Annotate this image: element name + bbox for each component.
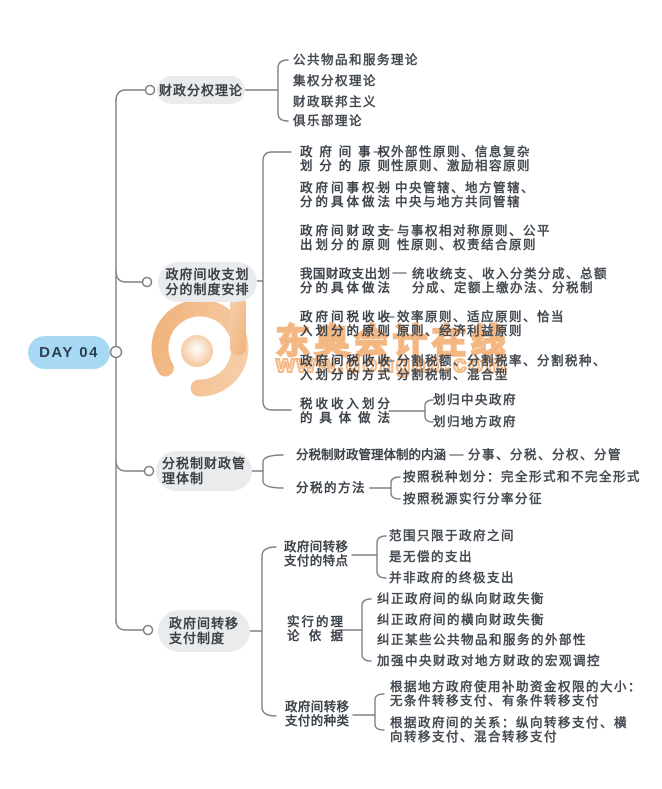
dongao-d-logo — [151, 297, 249, 397]
leaf-item: 划归地方政府 — [433, 415, 518, 429]
branch-label-line: 分税制财政管 — [161, 456, 246, 471]
branch-label-line: 理体制 — [161, 471, 204, 486]
child-topic-detail: 中央管辖、地方管辖、中央与地方共同管辖 — [395, 181, 536, 209]
watermark-brand-text: 东奥会计在线 — [275, 322, 510, 363]
child-topic-detail: 效率原则、适应原则、恰当原则、经济利益原则 — [397, 310, 566, 338]
branch-connector-circle — [141, 276, 153, 288]
leaf-item: 是无偿的支出 — [389, 550, 474, 564]
branch-node-intergov-transfer-payment-system[interactable]: 政府间转移 支付制度 — [158, 610, 250, 652]
child-topic-detail: 分事、分税、分权、分管 — [468, 448, 623, 462]
root-node-day04[interactable]: DAY 04 — [28, 336, 110, 369]
leaf-item: 纠正政府间的纵向财政失衡 — [377, 592, 546, 606]
leaf-item: 公共物品和服务理论 — [293, 53, 420, 67]
branch-label-line: 政府间收支划 — [165, 267, 250, 282]
child-topic-label: 税收收入划分的具体做法 — [300, 397, 390, 425]
child-topic-label: 政府间财政支出划分的原则 — [300, 224, 390, 252]
leaf-item: 按照税源实行分率分征 — [403, 492, 544, 506]
branch-label-line: 支付制度 — [168, 631, 225, 646]
child-topic-label: 政府间税收收入划分的原则 — [300, 310, 390, 338]
root-connector-circle — [109, 345, 123, 359]
leaf-item: 并非政府的终极支出 — [389, 571, 516, 585]
root-node-label: DAY 04 — [39, 344, 99, 361]
child-topic-label: 政府间事权划分的原则 — [300, 145, 390, 173]
watermark-url-text: www.dongao.com — [275, 350, 509, 379]
branch-connector-circle — [143, 465, 155, 477]
branch-label: 财政分权理论 — [158, 82, 243, 98]
branch-node-intergov-revenue-expenditure-division[interactable]: 政府间收支划 分的制度安排 — [158, 262, 257, 302]
child-topic-detail: 统收统支、收入分类分成、总额分成、定额上缴办法、分税制 — [412, 267, 609, 295]
branch-node-fiscal-decentralization-theory[interactable]: 财政分权理论 — [157, 76, 245, 104]
child-topic-label: 分税的方法 — [296, 481, 367, 495]
child-topic-label: 政府间转移支付的特点 — [284, 540, 348, 568]
child-topic-detail: 分割税额、分割税率、分割税种、分割税制、混合型 — [397, 354, 608, 382]
leaf-item: 按照税种划分：完全形式和不完全形式 — [403, 470, 642, 484]
leaf-item: 纠正政府间的横向财政失衡 — [377, 613, 546, 627]
branch-label-line: 政府间转移 — [168, 616, 239, 631]
child-topic-detail: 外部性原则、信息复杂性原则、激励相容原则 — [391, 145, 532, 173]
branch-label-line: 分的制度安排 — [165, 282, 250, 297]
child-topic-label: 我国财政支出划分的具体做法 — [300, 267, 390, 295]
leaf-item: 加强中央财政对地方财政的宏观调控 — [377, 654, 602, 668]
branch-connector-circle — [142, 624, 154, 636]
child-topic-label: 分税制财政管理体制的内涵 — [296, 448, 447, 462]
leaf-item: 根据地方政府使用补助资金权限的大小：无条件转移支付、有条件转移支付 — [390, 680, 643, 708]
leaf-item: 划归中央政府 — [433, 393, 518, 407]
leaf-item: 财政联邦主义 — [293, 95, 378, 109]
child-topic-label: 实行的理论依据 — [287, 615, 343, 643]
leaf-item: 根据政府间的关系：纵向转移支付、横向转移支付、混合转移支付 — [390, 716, 629, 744]
child-topic-detail: 与事权相对称原则、公平性原则、权责结合原则 — [397, 224, 552, 252]
child-topic-label: 政府间转移支付的种类 — [285, 700, 349, 728]
leaf-item: 集权分权理论 — [293, 74, 378, 88]
branch-connector-circle — [144, 84, 156, 96]
leaf-item: 俱乐部理论 — [293, 114, 364, 128]
branch-node-tax-sharing-fiscal-system[interactable]: 分税制财政管 理体制 — [156, 451, 252, 491]
leaf-item: 范围只限于政府之间 — [389, 529, 516, 543]
child-topic-label: 政府间事权划分的具体做法 — [300, 181, 390, 209]
child-topic-label: 政府间税收收入划分的方式 — [300, 354, 390, 382]
leaf-item: 纠正某些公共物品和服务的外部性 — [377, 633, 588, 647]
